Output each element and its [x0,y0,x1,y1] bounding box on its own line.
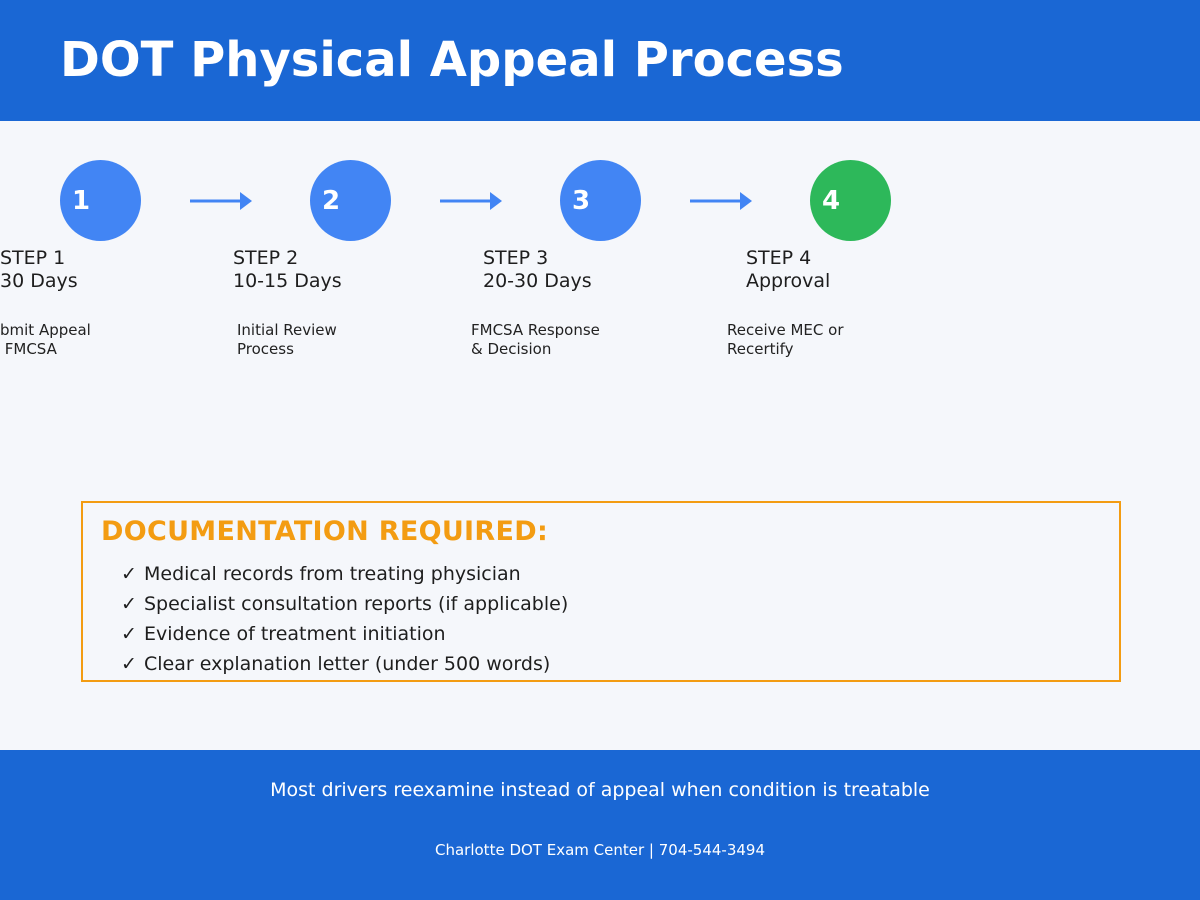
step-4-circle: 4 [810,160,891,241]
step-3-desc-line: & Decision [471,340,552,358]
step-4-heading: STEP 4 Approval [746,247,830,293]
arrow-right-icon [690,192,752,210]
step-3-heading: STEP 3 20-30 Days [483,247,592,293]
checkmark-icon: ✓ [121,593,137,615]
documentation-item: ✓ Medical records from treating physician [121,561,568,591]
step-1-label: STEP 1 [0,247,66,269]
documentation-item: ✓ Clear explanation letter (under 500 wor… [121,651,568,681]
arrow-right-icon [190,192,252,210]
footer-banner: Most drivers reexamine instead of appeal… [0,750,1200,900]
arrow-right-icon [440,192,502,210]
footer-contact: Charlotte DOT Exam Center | 704-544-3494 [435,841,765,859]
step-4-number: 4 [822,186,841,216]
step-1-number: 1 [72,186,91,216]
step-3-description: FMCSA Response & Decision [471,321,600,359]
documentation-list: ✓ Medical records from treating physician… [121,561,568,681]
step-3-circle: 3 [560,160,641,241]
header-banner: DOT Physical Appeal Process [0,0,1200,121]
documentation-item-text: Specialist consultation reports (if appl… [144,593,569,615]
step-1-description: bmit Appeal FMCSA [0,321,91,359]
step-3-desc-line: FMCSA Response [471,321,600,339]
checkmark-icon: ✓ [121,653,137,675]
step-2-description: Initial Review Process [237,321,337,359]
step-4-description: Receive MEC or Recertify [727,321,844,359]
step-1-duration: 30 Days [0,270,78,292]
step-3-number: 3 [572,186,591,216]
step-2-duration: 10-15 Days [233,270,342,292]
documentation-item-text: Evidence of treatment initiation [144,623,446,645]
step-4-duration: Approval [746,270,831,292]
footer-note: Most drivers reexamine instead of appeal… [270,779,930,801]
checkmark-icon: ✓ [121,623,137,645]
step-2-number: 2 [322,186,341,216]
documentation-item: ✓ Evidence of treatment initiation [121,621,568,651]
documentation-title: DOCUMENTATION REQUIRED: [101,516,549,547]
documentation-box: DOCUMENTATION REQUIRED: ✓ Medical records… [81,501,1121,682]
checkmark-icon: ✓ [121,563,137,585]
step-1-desc-line: FMCSA [0,340,57,358]
step-3-label: STEP 3 [483,247,549,269]
step-2-label: STEP 2 [233,247,299,269]
step-3-duration: 20-30 Days [483,270,592,292]
step-4-desc-line: Receive MEC or [727,321,844,339]
step-2-heading: STEP 2 10-15 Days [233,247,342,293]
documentation-item-text: Medical records from treating physician [144,563,521,585]
step-2-desc-line: Initial Review [237,321,337,339]
page-title: DOT Physical Appeal Process [60,32,844,88]
step-1-heading: STEP 1 30 Days [0,247,78,293]
step-4-label: STEP 4 [746,247,812,269]
step-1-circle: 1 [60,160,141,241]
step-2-circle: 2 [310,160,391,241]
step-4-desc-line: Recertify [727,340,794,358]
step-2-desc-line: Process [237,340,294,358]
step-1-desc-line: bmit Appeal [0,321,91,339]
documentation-item-text: Clear explanation letter (under 500 word… [144,653,551,675]
documentation-item: ✓ Specialist consultation reports (if app… [121,591,568,621]
